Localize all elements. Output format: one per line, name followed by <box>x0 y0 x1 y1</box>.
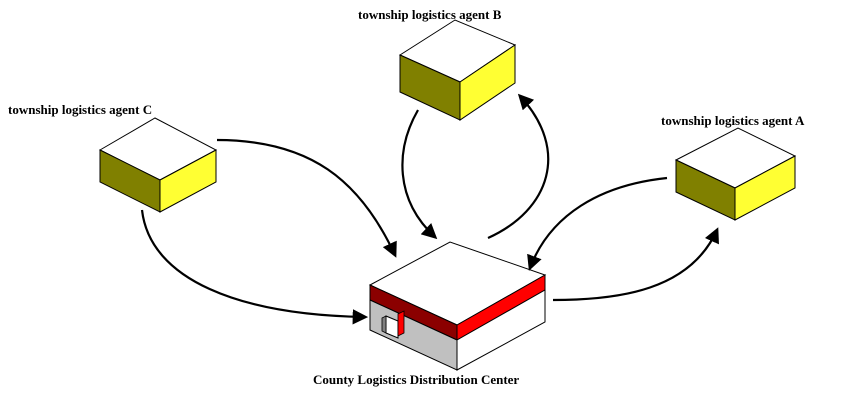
arrow-b-to-center <box>401 109 438 240</box>
arrow-c-to-center-lower <box>140 209 369 325</box>
agent-a-label: township logistics agent A <box>661 113 805 128</box>
agent-c-box <box>98 117 218 213</box>
agent-b-box <box>398 19 517 121</box>
arrow-center-to-b <box>487 93 550 240</box>
center-label: County Logistics Distribution Center <box>313 372 519 387</box>
arrow-c-to-center-upper <box>216 138 397 258</box>
agent-b-label: township logistics agent B <box>358 7 502 22</box>
arrow-a-to-center <box>527 176 668 271</box>
distribution-center-building <box>368 241 547 371</box>
arrow-center-to-a <box>552 227 719 302</box>
agent-a-box <box>674 127 797 221</box>
agent-c-label: township logistics agent C <box>8 102 152 117</box>
flow-arrows <box>140 93 719 325</box>
